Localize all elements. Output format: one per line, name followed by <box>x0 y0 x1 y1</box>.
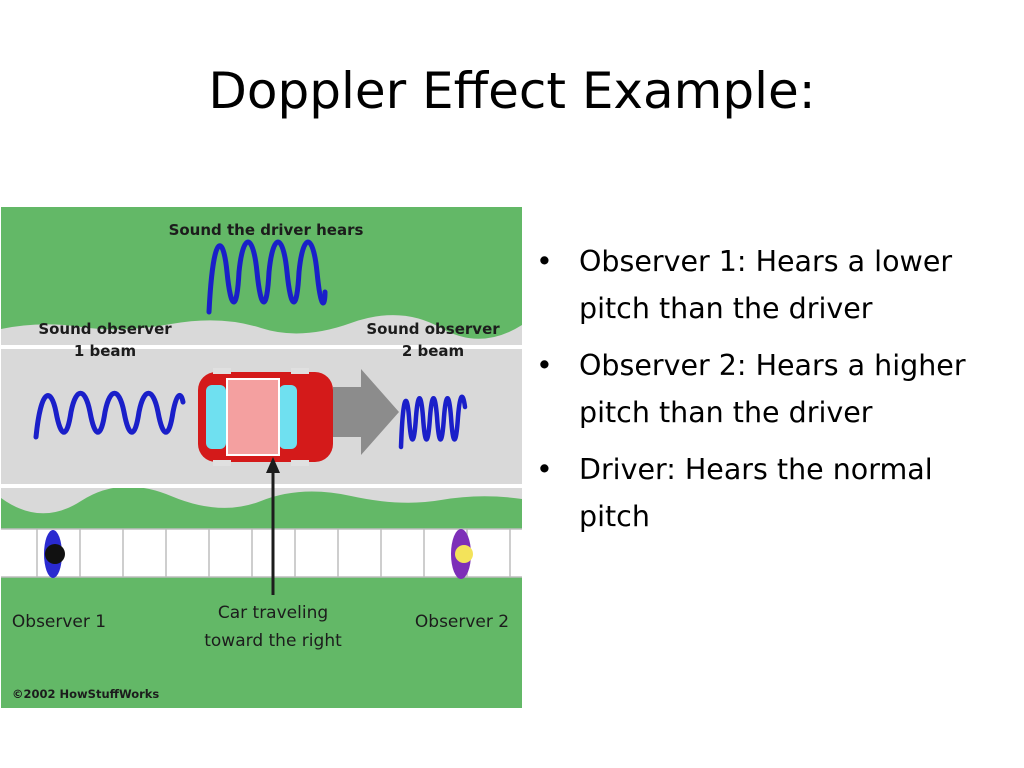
observer1-person-icon <box>44 530 65 578</box>
slide-title: Doppler Effect Example: <box>208 62 816 120</box>
road-line-bottom <box>1 484 522 488</box>
bullet-text-driver: Driver: Hears the normal pitch <box>579 453 933 533</box>
bullet-text-observer1: Observer 1: Hears a lower pitch than the… <box>579 245 953 325</box>
car-pointer-arrowhead <box>266 457 280 473</box>
bullet-item: • Observer 1: Hears a lower pitch than th… <box>536 238 1006 332</box>
label-car-line2: toward the right <box>204 631 342 651</box>
bullet-item: • Observer 2: Hears a higher pitch than t… <box>536 342 1006 436</box>
label-observer1-beam-line1: Sound observer <box>38 320 172 338</box>
wave-observer2 <box>398 394 468 450</box>
bullet-dot-icon: • <box>536 245 553 278</box>
sidewalk <box>1 529 522 577</box>
bullet-text-observer2: Observer 2: Hears a higher pitch than th… <box>579 349 966 429</box>
label-observer2-beam-line2: 2 beam <box>402 342 464 360</box>
bullet-dot-icon: • <box>536 453 553 486</box>
label-driver-hears: Sound the driver hears <box>169 221 364 239</box>
car-icon <box>198 368 333 466</box>
copyright-text: ©2002 HowStuffWorks <box>12 687 159 701</box>
bullet-item: • Driver: Hears the normal pitch <box>536 446 1006 540</box>
label-observer2: Observer 2 <box>415 612 509 632</box>
label-observer2-beam-line1: Sound observer <box>366 320 500 338</box>
label-observer1-beam-line2: 1 beam <box>74 342 136 360</box>
observer2-person-icon <box>451 529 473 579</box>
wave-driver <box>206 239 328 315</box>
motion-arrow-icon <box>333 369 399 455</box>
bullet-dot-icon: • <box>536 349 553 382</box>
doppler-diagram: Sound the driver hears Sound observer 1 … <box>1 207 522 708</box>
bullet-list: • Observer 1: Hears a lower pitch than th… <box>536 238 1006 550</box>
label-observer1: Observer 1 <box>12 612 106 632</box>
doppler-diagram-svg: Sound the driver hears Sound observer 1 … <box>1 207 522 708</box>
wave-observer1 <box>33 390 186 440</box>
road-line-top <box>1 345 522 349</box>
label-car-line1: Car traveling <box>218 603 328 623</box>
